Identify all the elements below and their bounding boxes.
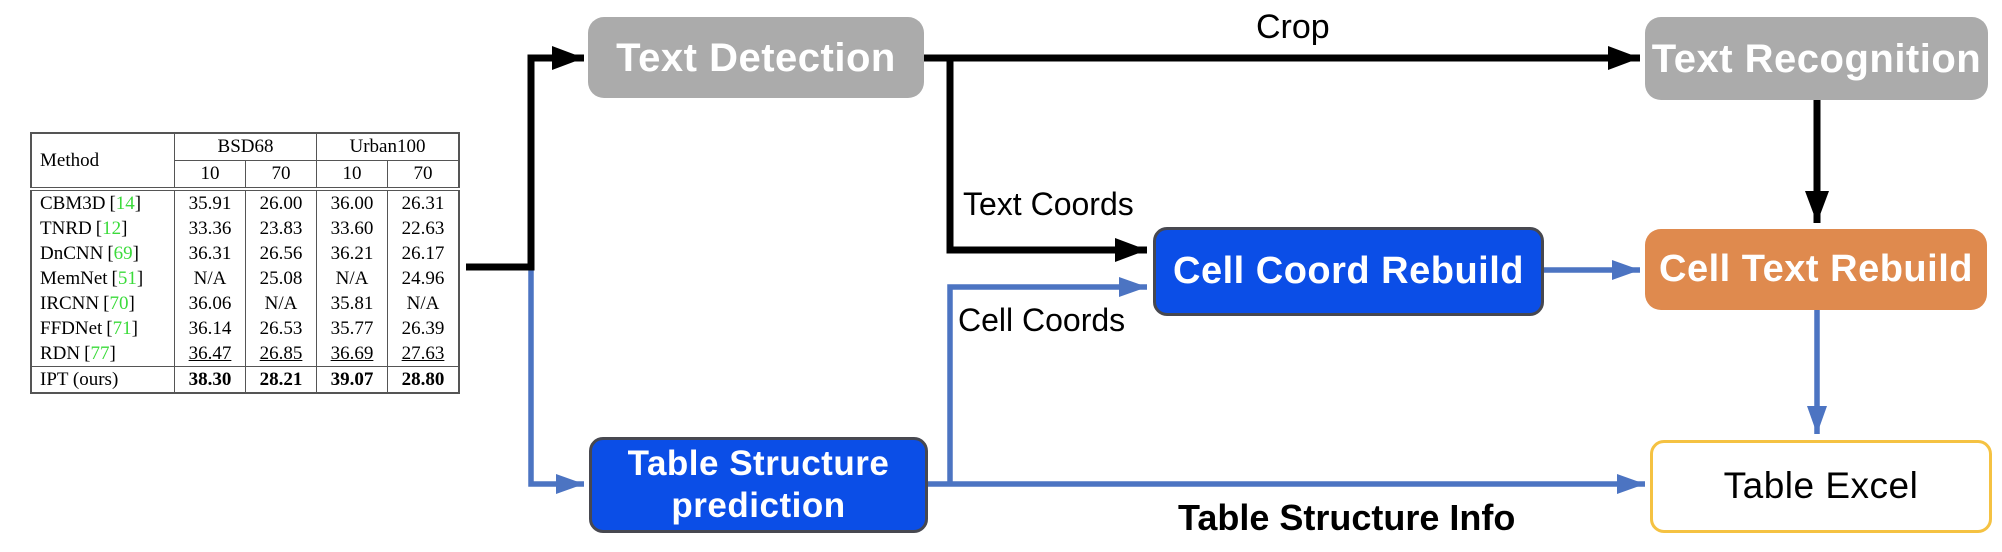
table-structure-prediction-node: Table Structure prediction (589, 437, 928, 533)
table-subheader: 70 (245, 160, 317, 191)
table-row: FFDNet[71] 36.14 26.53 35.77 26.39 (30, 316, 460, 341)
table-header-method: Method (30, 133, 175, 191)
table-row: MemNet[51] N/A 25.08 N/A 24.96 (30, 266, 460, 291)
arrow-input-to-table-structure (528, 263, 584, 494)
text-coords-edge-label: Text Coords (963, 186, 1134, 222)
table-header-bsd68: BSD68 (174, 133, 317, 161)
text-recognition-node: Text Recognition (1645, 17, 1988, 100)
table-subheader: 10 (174, 160, 246, 191)
table-structure-info-edge-label: Table Structure Info (1178, 497, 1516, 538)
table-row: CBM3D[14] 35.91 26.00 36.00 26.31 (30, 189, 460, 216)
benchmark-table: Method BSD68 Urban100 10 70 10 70 CBM3D[… (30, 132, 460, 394)
table-subheader: 70 (387, 160, 460, 191)
crop-edge-label: Crop (1256, 8, 1330, 46)
table-row: RDN[77] 36.47 26.85 36.69 27.63 (30, 341, 460, 367)
cell-coords-edge-label: Cell Coords (958, 302, 1126, 338)
cell-text-rebuild-node: Cell Text Rebuild (1645, 229, 1987, 310)
table-header-urban100: Urban100 (316, 133, 460, 161)
table-row: IPT (ours) 38.30 28.21 39.07 28.80 (30, 366, 460, 393)
table-row: IRCNN[70] 36.06 N/A 35.81 N/A (30, 291, 460, 316)
table-excel-node: Table Excel (1650, 440, 1992, 533)
text-detection-node: Text Detection (588, 17, 924, 98)
table-subheader: 10 (316, 160, 388, 191)
cell-coord-rebuild-node: Cell Coord Rebuild (1153, 227, 1544, 316)
arrow-input-to-text-detection (466, 46, 584, 271)
table-row: TNRD[12] 33.36 23.83 33.60 22.63 (30, 216, 460, 241)
table-row: DnCNN[69] 36.31 26.56 36.21 26.17 (30, 241, 460, 266)
